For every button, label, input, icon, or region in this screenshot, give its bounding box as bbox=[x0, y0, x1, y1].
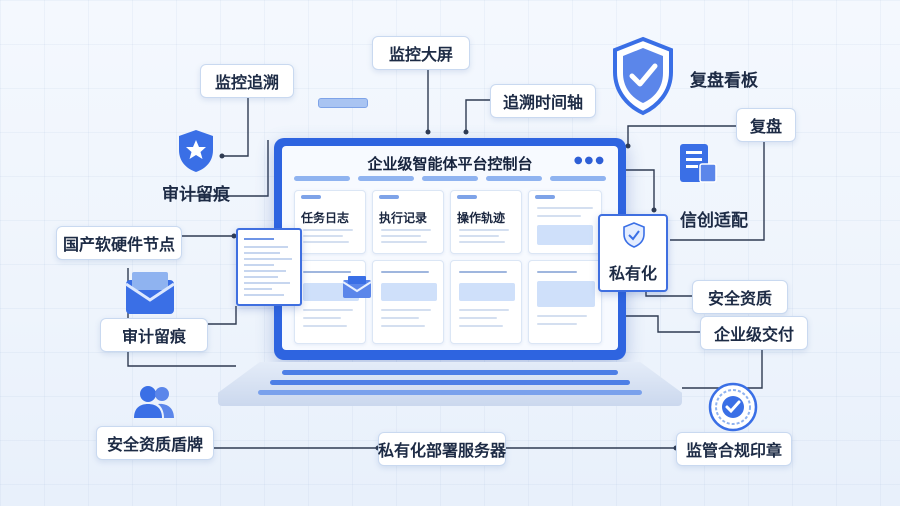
code-panel bbox=[236, 228, 302, 306]
label-replay-board: 复盘看板 bbox=[690, 71, 758, 91]
card-op-trace[interactable]: 操作轨迹 bbox=[450, 190, 522, 254]
envelope-icon bbox=[342, 276, 372, 298]
label-xinchuang: 信创适配 bbox=[680, 211, 748, 231]
card-task-log[interactable]: 任务日志 bbox=[294, 190, 366, 254]
star-shield-icon bbox=[179, 130, 213, 172]
keyboard-row bbox=[270, 380, 630, 385]
card-side-panel-2[interactable] bbox=[528, 260, 602, 344]
card-exec-record-title: 执行记录 bbox=[379, 211, 428, 225]
keyboard-row bbox=[258, 390, 642, 395]
line-xinchuang bbox=[626, 169, 655, 210]
label-monitor-screen[interactable]: 监控大屏 bbox=[372, 36, 470, 70]
label-security-shield[interactable]: 安全资质盾牌 bbox=[96, 426, 214, 460]
line-enterprise-delivery bbox=[600, 315, 700, 333]
card-task-log-title: 任务日志 bbox=[301, 211, 350, 225]
nav-tab bbox=[358, 176, 414, 181]
console-screen: 企业级智能体平台控制台 ●●● 任务日志 执行记录 操作轨迹 bbox=[282, 146, 618, 350]
line-right-vertical bbox=[682, 334, 763, 389]
label-security-qual[interactable]: 安全资质 bbox=[692, 280, 788, 314]
line-replay bbox=[627, 125, 736, 146]
laptop-screen: 企业级智能体平台控制台 ●●● 任务日志 执行记录 操作轨迹 bbox=[274, 138, 626, 360]
seal-check-icon bbox=[708, 382, 758, 432]
line-security-qual bbox=[645, 292, 692, 297]
label-replay[interactable]: 复盘 bbox=[736, 108, 796, 142]
private-panel[interactable]: 私有化 bbox=[598, 214, 668, 292]
document-stack-icon bbox=[680, 144, 717, 183]
shield-check-icon bbox=[623, 222, 645, 248]
more-icon: ●●● bbox=[573, 155, 606, 166]
nav-tab bbox=[486, 176, 542, 181]
card-exec-record[interactable]: 执行记录 bbox=[372, 190, 444, 254]
card-op-trace-title: 操作轨迹 bbox=[457, 211, 506, 225]
envelope-icon bbox=[125, 272, 175, 314]
label-compliance-seal[interactable]: 监管合规印章 bbox=[676, 432, 792, 466]
users-icon bbox=[134, 386, 174, 418]
line-private-right bbox=[670, 142, 765, 241]
line-audit-top bbox=[186, 140, 269, 197]
card-chart-1[interactable] bbox=[294, 260, 366, 344]
nav-tab bbox=[422, 176, 478, 181]
keyboard-row bbox=[282, 370, 618, 375]
line-monitor-trace bbox=[222, 96, 249, 157]
card-chart-2[interactable] bbox=[372, 260, 444, 344]
shield-check-icon bbox=[613, 36, 673, 116]
label-private-server[interactable]: 私有化部署服务器 bbox=[378, 432, 506, 466]
label-audit-trace-bottom[interactable]: 审计留痕 bbox=[100, 318, 208, 352]
label-domestic-nodes[interactable]: 国产软硬件节点 bbox=[56, 226, 182, 260]
nav-tab bbox=[294, 176, 350, 181]
card-chart-3[interactable] bbox=[450, 260, 522, 344]
label-monitor-trace[interactable]: 监控追溯 bbox=[200, 64, 294, 98]
floating-bar bbox=[318, 98, 368, 108]
label-enterprise-delivery[interactable]: 企业级交付 bbox=[700, 316, 808, 350]
label-audit-trace-top: 审计留痕 bbox=[162, 185, 230, 205]
private-label: 私有化 bbox=[608, 264, 657, 283]
line-audit-bottom bbox=[208, 306, 237, 325]
card-side-panel[interactable] bbox=[528, 190, 602, 254]
label-trace-timeline[interactable]: 追溯时间轴 bbox=[490, 84, 596, 118]
line-trace-timeline bbox=[465, 99, 490, 132]
nav-tab bbox=[550, 176, 606, 181]
console-title: 企业级智能体平台控制台 bbox=[367, 155, 533, 173]
